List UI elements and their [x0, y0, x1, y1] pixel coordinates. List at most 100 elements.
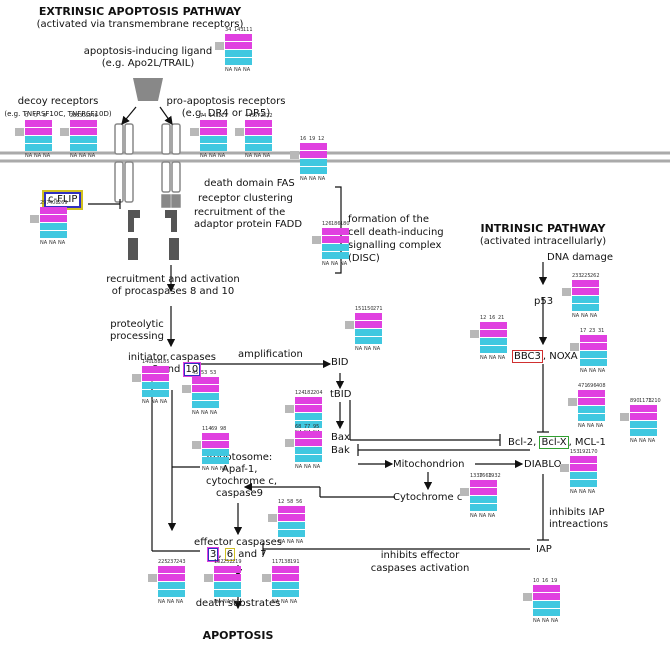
- glyph-row: [322, 252, 349, 259]
- glyph-na-label: NA: [151, 399, 159, 405]
- glyph-count-label: 16: [300, 136, 307, 142]
- intrinsic-subtitle: (activated intracellularly): [479, 236, 607, 247]
- apoptosis-label: APOPTOSIS: [202, 629, 274, 642]
- glyph-na-label: NA: [142, 399, 150, 405]
- glyph-baseline-cell: [460, 488, 469, 496]
- glyph-na-label: NA: [639, 438, 647, 444]
- glyph-na-label: NA: [489, 355, 497, 361]
- glyph-na-label: NA: [588, 489, 596, 495]
- glyph-count-label: 191: [290, 559, 300, 565]
- glyph-baseline-cell: [620, 413, 629, 421]
- glyph-count-label: 34: [225, 27, 232, 33]
- glyph-na-label: NA: [88, 153, 96, 159]
- glyph-row: [480, 338, 507, 345]
- glyph-count-label: 150: [364, 306, 374, 312]
- glyph-row: [480, 322, 507, 329]
- glyph-row: [225, 50, 252, 57]
- glyph-na-label: NA: [488, 513, 496, 519]
- glyph-row: [300, 167, 327, 174]
- glyph-count-label: 114: [202, 426, 212, 432]
- glyph-row: [355, 321, 382, 328]
- glyph-count-label: 180: [340, 221, 350, 227]
- glyph-count-label: 185: [160, 359, 170, 365]
- glyph-count-label: 182: [304, 390, 314, 396]
- glyph-na-label: NA: [176, 599, 184, 605]
- glyph-count-label: 890: [630, 398, 640, 404]
- glyph-count-label: 471: [578, 383, 588, 389]
- glyph-row: [25, 144, 52, 151]
- glyph-baseline-cell: [148, 574, 157, 582]
- glyph-count-label: 68: [295, 424, 302, 430]
- glyph-na-label: NA: [309, 176, 317, 182]
- decoy-example: (e.g. TNFRSF10C, TNFRSF10D): [4, 110, 112, 118]
- glyph-count-label: 445: [245, 113, 255, 119]
- glyph-row: [192, 377, 219, 384]
- apoptosome-label-4: caspase9: [216, 488, 264, 499]
- glyph-na-label: NA: [225, 67, 233, 73]
- glyph-baseline-cell: [182, 385, 191, 393]
- glyph-count-label: 1663: [479, 473, 492, 479]
- glyph-count-label: 192: [579, 449, 589, 455]
- glyph-row: [470, 480, 497, 487]
- cell-membrane: [0, 151, 670, 163]
- glyph-count-label: 140: [142, 359, 152, 365]
- glyph-row: [278, 530, 305, 537]
- glyph-na-label: NA: [263, 153, 271, 159]
- glyph-row: [200, 120, 227, 127]
- glyph-count-label: 0: [43, 113, 47, 119]
- glyph-baseline-cell: [204, 574, 213, 582]
- glyph-row: [630, 421, 657, 428]
- inhibits-effector-label-2: caspases activation: [370, 563, 470, 574]
- glyph-row: [192, 401, 219, 408]
- extrinsic-title: EXTRINSIC APOPTOSIS PATHWAY: [38, 5, 242, 18]
- glyph-na-label: NA: [43, 153, 51, 159]
- glyph-row: [70, 144, 97, 151]
- glyph-row: [355, 329, 382, 336]
- glyph-row: [572, 288, 599, 295]
- glyph-baseline-cell: [560, 464, 569, 472]
- ligand-example: (e.g. Apo2L/TRAIL): [101, 58, 195, 69]
- glyph-count-label: 12: [318, 136, 325, 142]
- glyph-count-label: 12: [480, 315, 487, 321]
- glyph-row: [533, 601, 560, 608]
- decoy-label: decoy receptors: [17, 96, 99, 107]
- glyph-row: [355, 313, 382, 320]
- effector-label-1: effector caspases: [194, 537, 282, 548]
- pro-receptor-example: (e.g. DR4 or DR5): [181, 108, 271, 119]
- glyph-row: [480, 330, 507, 337]
- glyph-count-label: 10: [533, 578, 540, 584]
- glyph-baseline-cell: [262, 574, 271, 582]
- disc-label-1: formation of the: [348, 214, 430, 225]
- glyph-row: [214, 590, 241, 597]
- glyph-count-label: 1173: [639, 398, 652, 404]
- glyph-count-label: 1210: [648, 398, 661, 404]
- glyph-na-label: NA: [295, 464, 303, 470]
- glyph-na-label: NA: [192, 410, 200, 416]
- glyph-na-label: NA: [278, 539, 286, 545]
- glyph-row: [295, 455, 322, 462]
- glyph-row: [40, 215, 67, 222]
- glyph-row: [245, 144, 272, 151]
- glyph-na-label: NA: [304, 464, 312, 470]
- glyph-row: [578, 406, 605, 413]
- glyph-baseline-cell: [215, 42, 224, 50]
- iap-label: IAP: [536, 544, 552, 555]
- glyph-row: [572, 280, 599, 287]
- inhibits-effector-label-1: inhibits effector: [380, 550, 460, 561]
- glyph-na-label: NA: [373, 346, 381, 352]
- glyph-row: [533, 593, 560, 600]
- bid-label: BID: [331, 357, 349, 368]
- glyph-count-label: 138: [281, 559, 291, 565]
- glyph-na-label: NA: [479, 513, 487, 519]
- fadd-label-1: recruitment of the: [194, 207, 286, 218]
- glyph-na-label: NA: [58, 240, 66, 246]
- glyph-row: [245, 136, 272, 143]
- glyph-na-label: NA: [589, 368, 597, 374]
